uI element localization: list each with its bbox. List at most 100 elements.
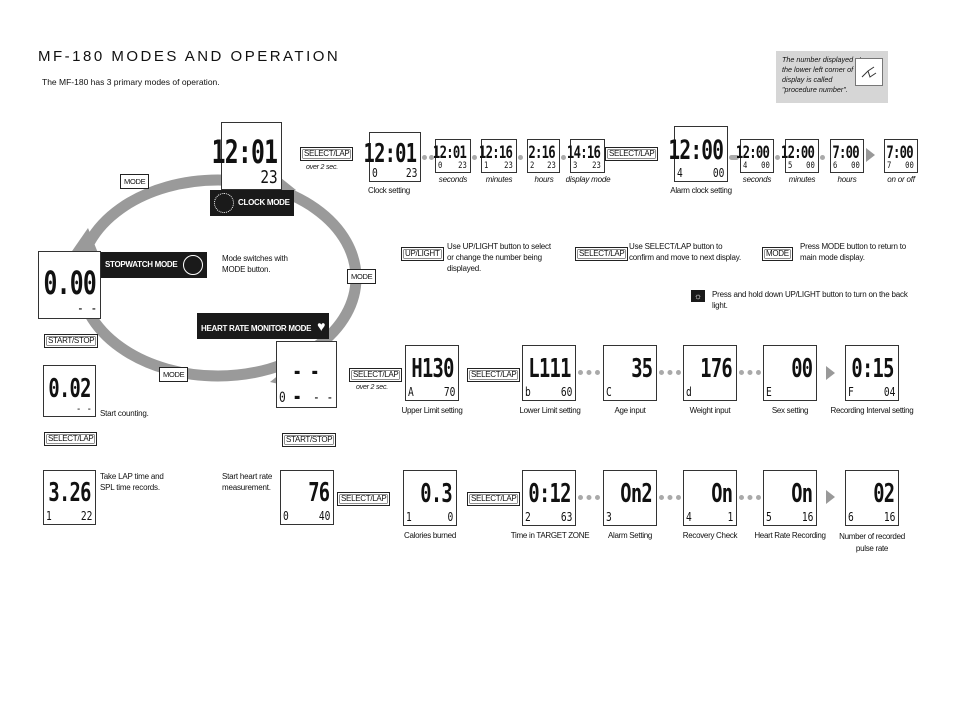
flow-dots [820,155,828,160]
clock-setting-time: 12:01 [363,139,416,169]
stopwatch-time: 0.00 [43,264,96,302]
alarm-clock-display: 12:00 4 00 [668,126,728,182]
zone-value: 0:12 [528,479,572,509]
clock-setting-sec: 23 [405,166,417,180]
clock-icon [214,192,234,213]
flow-dots [518,155,526,160]
lower-limit-proc: b [525,385,531,399]
recording-interval-display: 0:15 F 04 [845,345,899,401]
measure-proc: 0 [283,509,289,523]
alarm-time: 12:00 [668,135,724,166]
heart-mode-label: HEART RATE MONITOR MODE♥ [197,313,330,339]
flow-dots [472,155,480,160]
calories-display: 0.3 1 0 [403,470,457,526]
heart-over-2-sec-label: over 2 sec. [356,384,389,391]
mode-switch-text: Mode switches with MODE button. [222,254,288,274]
heart-main-proc: 0 [279,390,286,406]
alarm-seconds-display: 12:00 4 00 [736,139,774,173]
alarm-hours-display: 7:00 6 00 [830,139,864,173]
lower-limit-sub: 60 [560,385,572,399]
clock-select-lap-button-2[interactable]: SELECT/LAP [605,147,659,161]
clock-select-lap-button[interactable]: SELECT/LAP [300,147,354,161]
weight-caption: Weight input [689,406,731,415]
legend-select-lap-button[interactable]: SELECT/LAP [575,247,629,261]
alarm-proc: 4 [677,166,683,180]
alarm-onoff-display: 7:00 7 00 [884,139,918,173]
counting-time: 0.02 [48,374,92,404]
mode-button-top[interactable]: MODE [120,174,150,189]
recovery-value: On [710,479,733,509]
weight-proc: d [686,385,692,399]
stopwatch-mode-text: STOPWATCH MODE [105,260,178,269]
recording-sub: 16 [801,510,813,524]
clock-hours-display: 2:16 2 23 [527,139,560,173]
heart-icon: ♥ [317,318,326,334]
stopwatch-mode-label: STOPWATCH MODE [101,252,208,278]
calories-value: 0.3 [420,479,452,509]
minutes-val: 23 [504,161,513,171]
mode-button-right[interactable]: MODE [347,269,377,284]
heart-measure-display: 76 0 40 [280,470,334,525]
flow-dots [578,370,600,375]
lap-time: 3.26 [48,478,92,508]
clock-main-display: 12:01 23 [211,122,282,190]
stopwatch-lap-display: 3.26 1 22 [43,470,96,525]
seconds-proc: 0 [438,161,443,171]
recording-proc: 5 [766,510,772,524]
minutes-caption: minutes [485,175,513,184]
calories-select-lap-button[interactable]: SELECT/LAP [467,492,521,506]
clock-minutes-display: 12:16 1 23 [478,139,517,173]
heart-alarm-proc: 3 [606,510,612,524]
flow-dots [659,495,681,500]
seconds-caption: seconds [438,175,468,184]
flow-dots [775,155,783,160]
mode-button-bottom[interactable]: MODE [159,367,189,382]
seconds-time: 12:01 [432,143,467,163]
flow-dots [739,370,761,375]
recovery-proc: 4 [686,510,692,524]
alarm-minutes-display: 12:00 5 00 [781,139,819,173]
stopwatch-icon [183,254,204,275]
stopwatch-select-lap-button[interactable]: SELECT/LAP [44,432,98,446]
heart-start-stop-button[interactable]: START/STOP [282,433,337,447]
seconds-val: 23 [458,161,467,171]
heart-select-lap-button-2[interactable]: SELECT/LAP [467,368,521,382]
interval-sub: 04 [883,385,895,399]
stopwatch-start-stop-button[interactable]: START/STOP [44,334,99,348]
target-zone-display: 0:12 2 63 [522,470,576,526]
lap-proc: 1 [46,509,52,523]
alarm-hours-time: 7:00 [832,143,859,163]
alarm-onoff-proc: 7 [887,161,892,171]
legend-up-light-button[interactable]: UP/LIGHT [401,247,444,261]
flow-arrow [826,490,835,504]
alarm-minutes-val: 00 [806,161,815,171]
measure-sub: 40 [318,509,330,523]
sex-setting-display: 00 E [763,345,817,401]
legend-select-lap-text: Use SELECT/LAP button to confirm and mov… [629,242,741,262]
hours-proc: 2 [530,161,535,171]
measure-select-lap-button[interactable]: SELECT/LAP [337,492,391,506]
recording-caption: Heart Rate Recording [754,531,826,540]
display-mode-proc: 3 [573,161,578,171]
pointing-hand-icon [855,58,883,86]
heart-select-lap-button[interactable]: SELECT/LAP [349,368,403,382]
counting-sub: - - [76,402,92,415]
sex-proc: E [766,385,772,399]
records-caption: Number of recorded pulse rate [839,532,905,553]
upper-limit-display: H130 A 70 [405,345,459,401]
legend-mode-button[interactable]: MODE [762,247,793,261]
sex-value: 00 [790,354,813,384]
clock-seconds: 23 [260,167,278,188]
start-heart-text: Start heart rate measurement. [222,472,273,492]
minutes-time: 12:16 [478,143,513,163]
stopwatch-counting-display: 0.02 - - [43,365,96,417]
measure-value: 76 [307,478,330,508]
alarm-minutes-caption: minutes [788,175,816,184]
alarm-onoff-time: 7:00 [886,143,913,163]
recovery-sub: 1 [727,510,733,524]
heart-recording-display: On 5 16 [763,470,817,526]
clock-setting-display: 12:01 0 23 [363,132,421,182]
display-mode-time: 14:16 [566,143,601,163]
clock-mode-text: CLOCK MODE [238,198,290,207]
flow-dots [578,495,600,500]
